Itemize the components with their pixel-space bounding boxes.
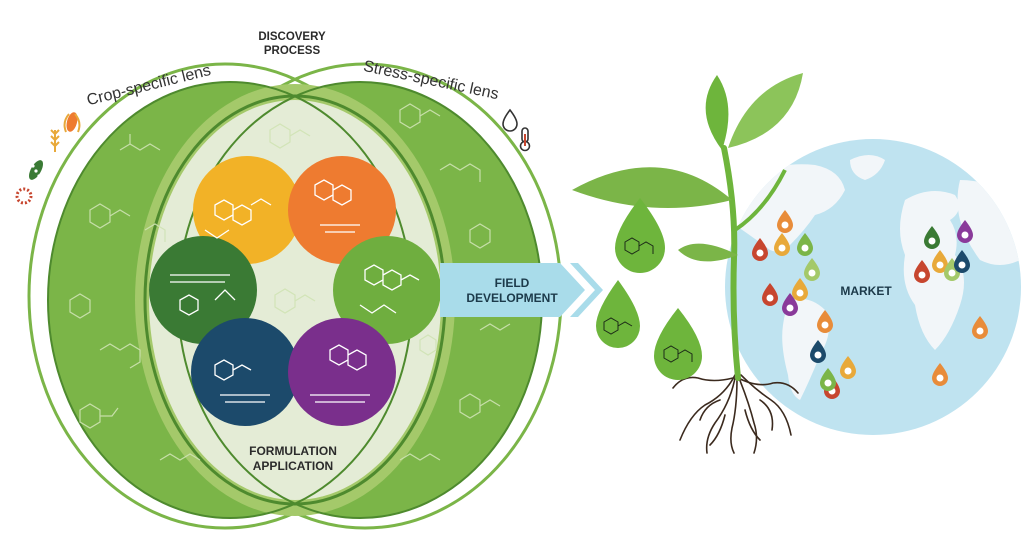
- market-pin: [932, 363, 948, 386]
- droplet-2: [596, 280, 640, 348]
- dark-green-circle: [149, 236, 257, 344]
- navy-circle: [191, 318, 299, 426]
- stress-lens-icons: [502, 108, 531, 152]
- field-development-arrow: FIELD DEVELOPMENT: [440, 263, 603, 317]
- water-drop-icon: [502, 108, 518, 132]
- discovery-title-line2: PROCESS: [264, 45, 321, 57]
- leaf-top-left: [705, 75, 729, 150]
- discovery-title-line1: DISCOVERY: [258, 31, 326, 43]
- purple-circle: [288, 318, 396, 426]
- market-pin: [810, 340, 826, 363]
- pollen-icon: [15, 187, 33, 205]
- formulation-circles: [149, 156, 441, 426]
- market-pin: [840, 356, 856, 379]
- thermometer-icon: [519, 127, 531, 152]
- leaf-top-right: [728, 73, 803, 148]
- field-title-line1: FIELD: [495, 276, 530, 290]
- market-pin: [914, 260, 930, 283]
- market-pin: [932, 250, 948, 273]
- plant: [572, 73, 803, 454]
- market-pin: [762, 283, 778, 306]
- market-pin: [957, 220, 973, 243]
- yellow-circle: [193, 156, 301, 264]
- market-pin: [924, 226, 940, 249]
- field-droplets: [596, 198, 702, 380]
- plant-roots: [672, 374, 799, 454]
- market-pin: [954, 250, 970, 273]
- market-pin: [972, 316, 988, 339]
- droplet-1: [615, 198, 665, 273]
- droplet-3: [654, 308, 702, 380]
- light-green-circle: [333, 236, 441, 344]
- orange-circle: [288, 156, 396, 264]
- seed-pod-icon: [29, 160, 43, 180]
- market-pin: [782, 293, 798, 316]
- circle-molecules: [170, 179, 420, 403]
- market-pin: [817, 310, 833, 333]
- market-pin: [792, 278, 808, 301]
- market-pin: [774, 233, 790, 256]
- wheat-icon: [50, 129, 60, 152]
- leaf-left: [572, 167, 732, 208]
- market-pins: [752, 210, 988, 399]
- field-title-line2: DEVELOPMENT: [466, 291, 558, 305]
- background-molecules: [69, 103, 511, 461]
- formulation-title-line1: FORMULATION: [249, 444, 337, 458]
- market-pin: [777, 210, 793, 233]
- market-label: MARKET: [840, 284, 892, 298]
- plant-stem: [721, 145, 741, 381]
- market-pin: [820, 368, 836, 391]
- leaf-right: [678, 243, 738, 262]
- market-pin: [797, 233, 813, 256]
- crop-lens-icons: [15, 112, 81, 205]
- market-pin: [804, 258, 820, 281]
- market-pin: [752, 238, 768, 261]
- formulation-title-line2: APPLICATION: [253, 459, 333, 473]
- corn-icon: [63, 112, 81, 133]
